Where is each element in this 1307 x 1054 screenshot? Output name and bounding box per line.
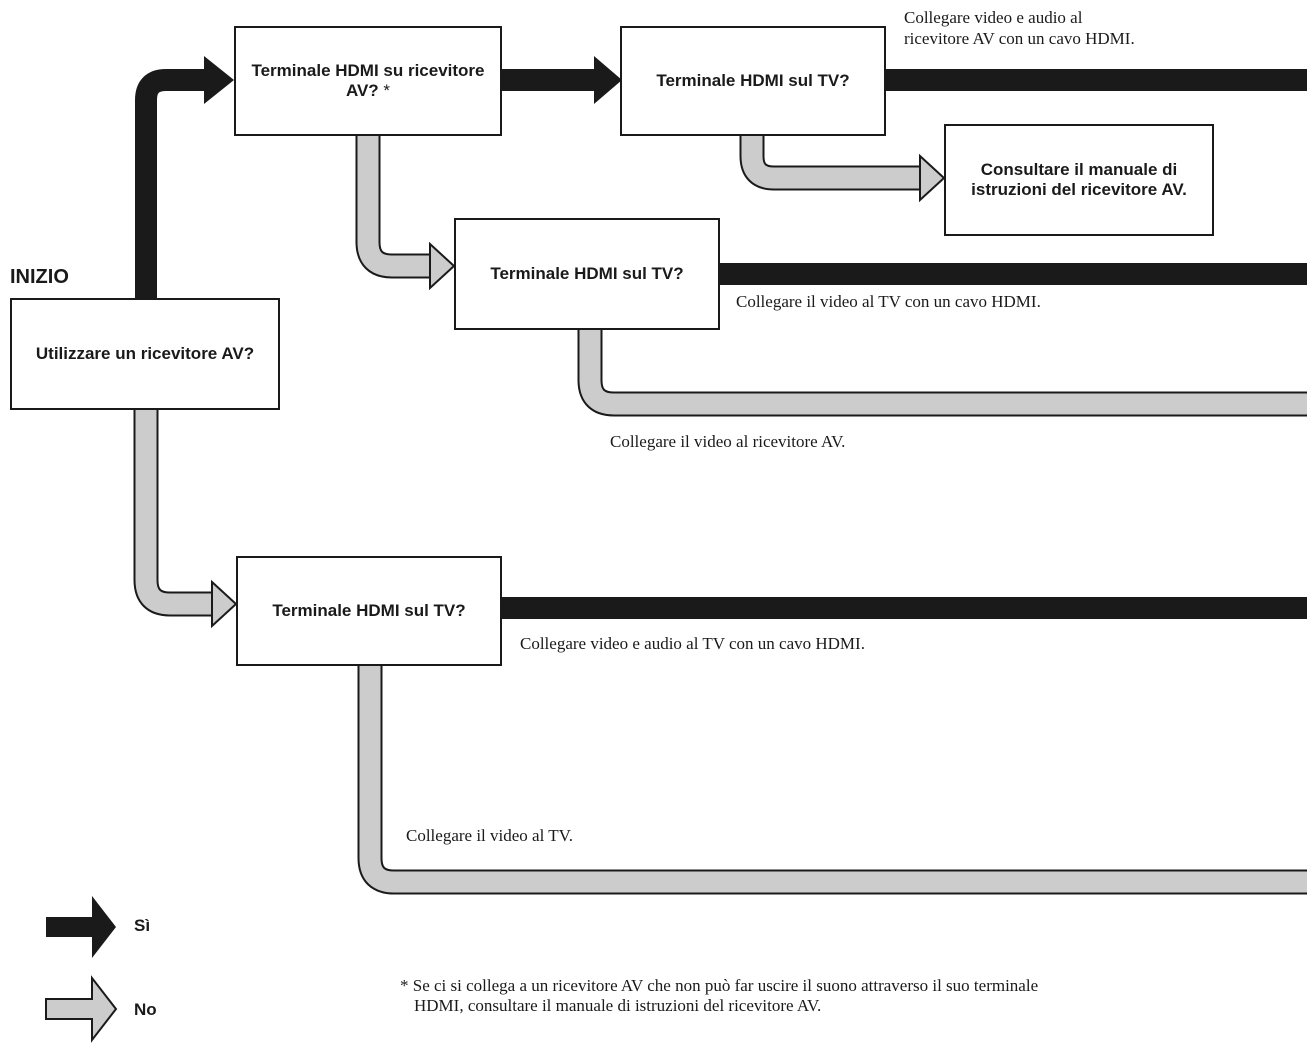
legend-yes-arrow [46,896,116,958]
decision-hdmi-on-receiver-label: Terminale HDMI su ricevitore AV? [251,60,485,100]
decision-use-av-receiver: Utilizzare un ricevitore AV? [10,298,280,410]
outcome-video-receiver: Collegare il video al ricevitore AV. [610,432,846,451]
outcome-consult-manual: Consultare il manuale di istruzioni del … [944,124,1214,236]
yes-path-receiver-hdmi [502,56,622,104]
decision-hdmi-on-receiver-text: Terminale HDMI su ricevitore AV? * [246,61,490,102]
no-path-receiver-no-hdmi [355,136,456,291]
no-path-video-to-receiver [577,330,1307,417]
no-path-no-receiver [133,410,238,629]
legend-no-arrow [45,975,118,1043]
outcome-consult-manual-text: Consultare il manuale di istruzioni del … [971,159,1187,199]
decision-hdmi-tv-no-hdmi-receiver: Terminale HDMI sul TV? [454,218,720,330]
outcome-video-audio-tv-hdmi: Collegare video e audio al TV con un cav… [520,634,865,653]
decision-hdmi-tv-no-receiver: Terminale HDMI sul TV? [236,556,502,666]
footnote: * Se ci si collega a un ricevitore AV ch… [400,976,1039,1016]
footnote-marker: * [383,81,391,100]
no-path-video-to-tv [357,666,1307,895]
decision-hdmi-tv-after-receiver: Terminale HDMI sul TV? [620,26,886,136]
decision-use-av-receiver-text: Utilizzare un ricevitore AV? [35,343,255,363]
outcome-video-audio-receiver-hdmi: Collegare video e audio al ricevitore AV… [904,8,1135,49]
outcome-video-audio-receiver-hdmi-line2: ricevitore AV con un cavo HDMI. [904,28,1135,48]
outcome-video-tv-hdmi: Collegare il video al TV con un cavo HDM… [736,292,1041,311]
start-label: INIZIO [10,266,69,288]
decision-hdmi-tv-after-receiver-text: Terminale HDMI sul TV? [656,70,850,90]
no-path-tv-no-hdmi-to-manual [739,136,946,203]
legend-yes-label: Sì [134,916,151,935]
outcome-video-audio-receiver-hdmi-line1: Collegare video e audio al [904,8,1083,27]
outcome-video-tv: Collegare il video al TV. [406,826,573,845]
decision-hdmi-tv-no-receiver-text: Terminale HDMI sul TV? [272,600,466,620]
yes-path-use-receiver [135,56,234,298]
decision-hdmi-tv-no-hdmi-receiver-text: Terminale HDMI sul TV? [490,263,684,283]
legend-no-label: No [134,1000,157,1019]
decision-hdmi-on-receiver: Terminale HDMI su ricevitore AV? * [234,26,502,136]
